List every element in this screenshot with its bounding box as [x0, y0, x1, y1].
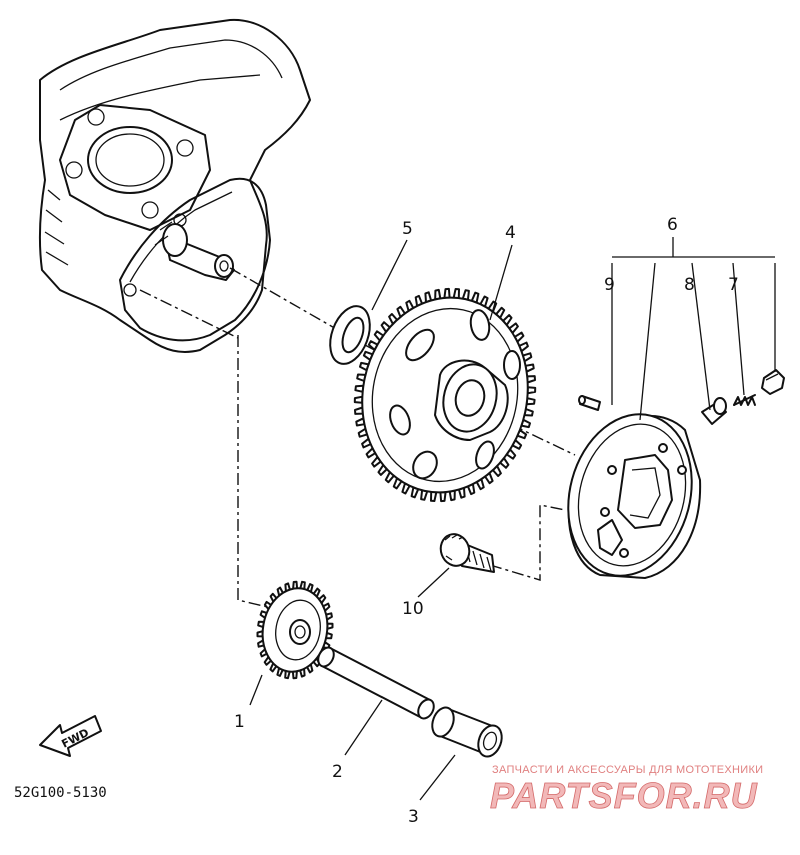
- engine-crankcase: [38, 18, 311, 353]
- callout-1: 1: [234, 712, 245, 732]
- watermark: ЗАПЧАСТИ И АКСЕССУАРЫ ДЛЯ МОТОТЕХНИКИ PA…: [490, 764, 763, 816]
- callout-10: 10: [402, 599, 424, 619]
- part-2-shaft: [317, 646, 435, 720]
- callout-4: 4: [505, 223, 516, 243]
- callout-6: 6: [667, 215, 678, 235]
- callout-2: 2: [332, 762, 343, 782]
- part-10-bolt: [439, 533, 495, 573]
- callout-8: 8: [684, 275, 695, 295]
- callout-7: 7: [728, 275, 739, 295]
- part-3-bushing: [431, 706, 503, 758]
- part-7-spring: [733, 394, 756, 406]
- part-1-idler-gear: [256, 580, 334, 680]
- leader-lines: [249, 237, 776, 801]
- callout-5: 5: [402, 219, 413, 239]
- gear-teeth: [256, 580, 334, 680]
- callout-3: 3: [408, 807, 419, 827]
- part-5-washer: [329, 305, 371, 365]
- part-8-plunger: [701, 397, 727, 425]
- part-6-cap: [761, 369, 785, 395]
- watermark-tagline: ЗАПЧАСТИ И АКСЕССУАРЫ ДЛЯ МОТОТЕХНИКИ: [492, 764, 763, 776]
- callout-9: 9: [604, 275, 615, 295]
- part-4-driven-gear: [353, 287, 537, 503]
- part-9-pin: [578, 395, 601, 411]
- part-6-clutch-assembly: [567, 413, 702, 579]
- gear-teeth: [353, 287, 537, 503]
- watermark-brand: PARTSFOR.RU: [490, 775, 758, 816]
- part-code: 52G100-5130: [14, 785, 107, 801]
- callout-labels: 1 2 3 4 5 6 7 8 9 10: [234, 215, 739, 827]
- fwd-arrow: FWD: [39, 715, 102, 757]
